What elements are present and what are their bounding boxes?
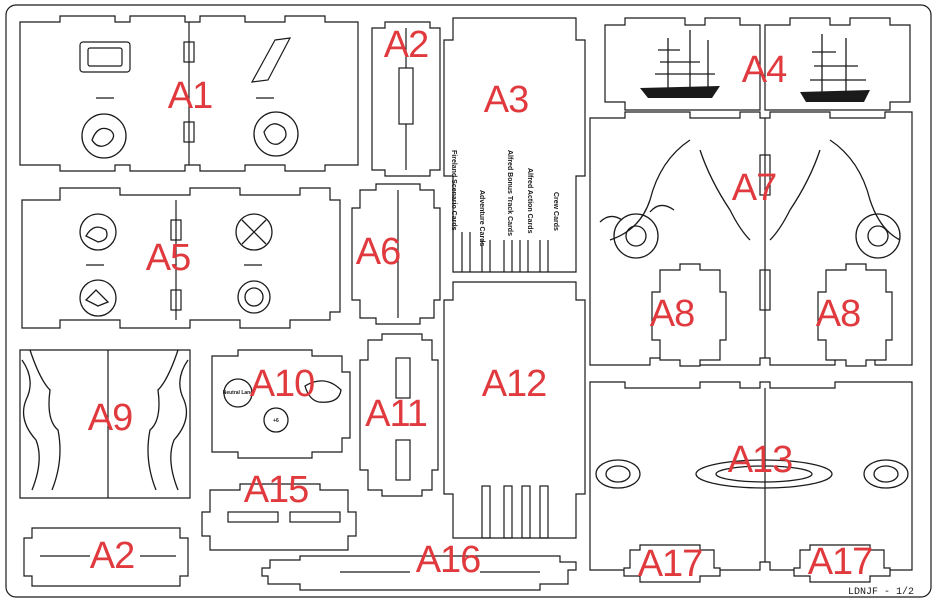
anchor-icon bbox=[304, 380, 342, 403]
part-a2-top bbox=[371, 21, 441, 177]
barrel-engraving-icon bbox=[863, 459, 909, 489]
label-a15: A15 bbox=[244, 469, 309, 511]
part-a15 bbox=[201, 483, 357, 551]
part-a16 bbox=[261, 555, 577, 591]
label-a8-right: A8 bbox=[816, 293, 860, 335]
a3-slot-label: Alfred Action Cards bbox=[526, 168, 533, 234]
barrel-engraving-icon bbox=[595, 459, 641, 489]
neutral-land-text: Neutral Land bbox=[223, 390, 254, 396]
part-a17-right bbox=[793, 544, 891, 583]
part-a10: Neutral Land +6 bbox=[211, 349, 351, 459]
label-a2-bottom: A2 bbox=[90, 535, 134, 577]
label-a3: A3 bbox=[484, 79, 528, 121]
label-a7: A7 bbox=[732, 167, 776, 209]
sheet-footer: LDNJF - 1/2 bbox=[848, 586, 914, 598]
a3-slot-label: Adventure Cards bbox=[478, 190, 485, 247]
ship-engraving-icon bbox=[640, 30, 720, 98]
label-a12: A12 bbox=[482, 363, 547, 405]
neutral-land-icon bbox=[223, 378, 253, 408]
sheet-border bbox=[5, 4, 932, 598]
label-a16: A16 bbox=[416, 539, 481, 581]
label-a6: A6 bbox=[356, 231, 400, 273]
part-a8-left bbox=[651, 263, 727, 367]
plus-six-icon bbox=[263, 407, 289, 433]
label-a8-left: A8 bbox=[650, 293, 694, 335]
ship-engraving-icon bbox=[800, 34, 870, 102]
part-a5 bbox=[21, 187, 341, 329]
part-a1 bbox=[19, 15, 359, 172]
part-a11 bbox=[359, 333, 439, 497]
label-a1: A1 bbox=[168, 75, 212, 117]
part-a6 bbox=[351, 183, 441, 325]
flower-engraving-icon bbox=[769, 139, 901, 259]
part-a3: Fireland Scenario Cards Adventure Cards … bbox=[443, 17, 586, 273]
part-a9 bbox=[19, 349, 191, 499]
part-a12 bbox=[443, 281, 586, 539]
label-a17-right: A17 bbox=[808, 541, 873, 583]
barrel-engraving-icon bbox=[695, 459, 833, 489]
label-a9: A9 bbox=[88, 397, 132, 439]
plus-six-text: +6 bbox=[273, 418, 279, 424]
part-a8-right bbox=[817, 263, 893, 367]
label-a5: A5 bbox=[146, 237, 190, 279]
a3-slot-label: Fireland Scenario Cards bbox=[450, 150, 457, 231]
part-a2-bottom bbox=[23, 527, 189, 587]
label-a17-left: A17 bbox=[638, 543, 703, 585]
flower-engraving-icon bbox=[599, 139, 751, 259]
label-a13: A13 bbox=[728, 439, 793, 481]
label-a4: A4 bbox=[742, 49, 787, 91]
a3-slot-label: Alfred Bonus Track Cards bbox=[506, 150, 513, 236]
part-a17-left bbox=[623, 544, 721, 583]
label-a10: A10 bbox=[250, 363, 315, 405]
part-a4 bbox=[604, 17, 911, 111]
a3-slot-label: Crew Cards bbox=[552, 192, 559, 231]
label-a11: A11 bbox=[365, 393, 427, 435]
label-a2-top: A2 bbox=[384, 24, 428, 66]
part-a13 bbox=[589, 381, 913, 571]
